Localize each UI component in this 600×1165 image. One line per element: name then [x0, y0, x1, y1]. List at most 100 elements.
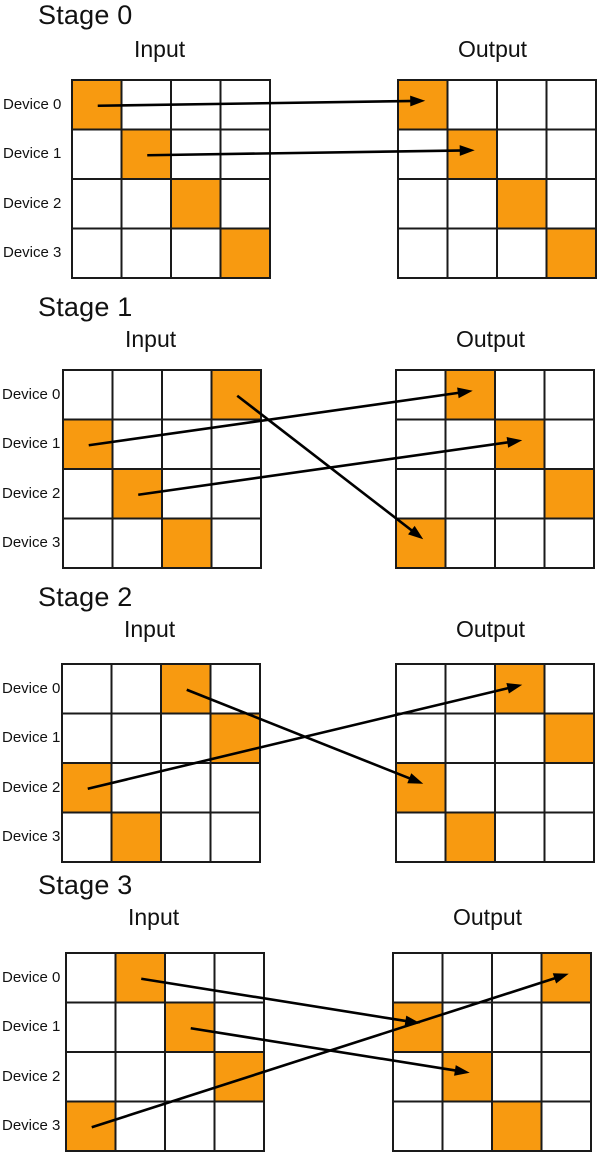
- input-3-cell-r1-c3: [213, 1001, 265, 1053]
- output-2-cell-r1-c3-active: [543, 712, 595, 764]
- input-1-cell-r3-c2-active: [161, 517, 213, 569]
- stage-title-3: Stage 3: [38, 870, 133, 900]
- input-1-cell-r1-c1: [111, 418, 163, 470]
- input-1-cell-r3-c3: [210, 517, 262, 569]
- input-column-header-2: Input: [124, 616, 176, 642]
- output-0-grid: [397, 79, 597, 279]
- output-3-cell-r1-c2: [491, 1001, 543, 1053]
- output-0-cell-r0-c1: [446, 79, 498, 131]
- output-1-cell-r2-c2: [494, 468, 546, 520]
- device-row-label-0-2: Device 2: [3, 194, 62, 212]
- input-3-cell-r1-c0: [65, 1001, 117, 1053]
- connection-arrow-line-3-1: [190, 1026, 461, 1073]
- input-0-cell-r3-c0: [71, 227, 123, 279]
- input-3-cell-r0-c1-active: [114, 952, 166, 1004]
- output-2-cell-r2-c2: [494, 762, 546, 814]
- output-3-cell-r2-c2: [491, 1051, 543, 1103]
- input-3-cell-r3-c3: [213, 1100, 265, 1152]
- output-0-cell-r2-c2-active: [496, 178, 548, 230]
- output-3-cell-r3-c1: [441, 1100, 493, 1152]
- output-0-cell-r0-c3: [545, 79, 597, 131]
- input-1-cell-r2-c2: [161, 468, 213, 520]
- output-0-cell-r0-c0-active: [397, 79, 449, 131]
- output-column-header-3: Output: [453, 904, 523, 930]
- connection-arrow-head-1-2: [506, 437, 523, 448]
- input-1-cell-r0-c3-active: [210, 369, 262, 421]
- input-2-cell-r3-c2: [160, 811, 212, 863]
- output-3-cell-r0-c1: [441, 952, 493, 1004]
- input-3-cell-r3-c0-active: [65, 1100, 117, 1152]
- device-row-label-0-3: Device 3: [3, 244, 62, 262]
- output-1-cell-r2-c1: [444, 468, 496, 520]
- connection-arrow-head-3-2: [552, 973, 569, 984]
- input-2-grid: [61, 663, 261, 863]
- input-2-cell-r1-c3-active: [209, 712, 261, 764]
- input-1-cell-r0-c0: [62, 369, 114, 421]
- input-1-grid: [62, 369, 262, 569]
- connection-arrow-line-0-0: [97, 99, 416, 108]
- device-row-label-2-2: Device 2: [2, 778, 61, 796]
- device-row-label-1-1: Device 1: [2, 435, 61, 453]
- output-column-header-0: Output: [458, 36, 528, 62]
- output-2-cell-r3-c0: [395, 811, 447, 863]
- connection-arrow-line-3-2: [91, 975, 561, 1129]
- output-2-cell-r3-c1-active: [444, 811, 496, 863]
- stage-canvas-1: [62, 369, 595, 569]
- input-2-cell-r1-c0: [61, 712, 113, 764]
- device-row-label-1-3: Device 3: [2, 534, 61, 552]
- input-column-header-1: Input: [125, 326, 177, 352]
- output-column-header-1: Output: [456, 326, 526, 352]
- input-3-cell-r3-c2: [164, 1100, 216, 1152]
- input-2-cell-r3-c1-active: [110, 811, 162, 863]
- output-1-cell-r3-c3: [543, 517, 595, 569]
- input-0-cell-r3-c2: [170, 227, 222, 279]
- output-3-cell-r1-c3: [540, 1001, 592, 1053]
- stage-canvas-3: [65, 952, 592, 1152]
- connection-arrow-head-2-0: [407, 773, 424, 784]
- device-row-label-0-0: Device 0: [3, 95, 62, 113]
- input-0-cell-r3-c1: [120, 227, 172, 279]
- output-1-cell-r1-c3: [543, 418, 595, 470]
- input-2-cell-r3-c3: [209, 811, 261, 863]
- stage-title-2: Stage 2: [38, 582, 133, 612]
- input-3-cell-r3-c1: [114, 1100, 166, 1152]
- device-row-label-0-1: Device 1: [3, 145, 62, 163]
- output-1-cell-r3-c0-active: [395, 517, 447, 569]
- connection-arrow-head-0-0: [410, 95, 426, 107]
- device-row-label-3-2: Device 2: [2, 1067, 61, 1085]
- stage-canvas-0: [71, 79, 597, 279]
- device-row-label-1-2: Device 2: [2, 484, 61, 502]
- input-1-cell-r1-c2: [161, 418, 213, 470]
- output-3-cell-r3-c3: [540, 1100, 592, 1152]
- output-3-cell-r0-c0: [392, 952, 444, 1004]
- output-1-grid: [395, 369, 595, 569]
- device-row-label-1-0: Device 0: [2, 385, 61, 403]
- output-3-grid: [392, 952, 592, 1152]
- input-0-cell-r2-c0: [71, 178, 123, 230]
- input-3-cell-r1-c2-active: [164, 1001, 216, 1053]
- output-1-cell-r3-c2: [494, 517, 546, 569]
- input-0-cell-r2-c1: [120, 178, 172, 230]
- output-0-cell-r1-c3: [545, 128, 597, 180]
- output-3-cell-r0-c2: [491, 952, 543, 1004]
- device-row-label-3-0: Device 0: [2, 968, 61, 986]
- stage-title-1: Stage 1: [38, 292, 133, 322]
- input-2-cell-r0-c0: [61, 663, 113, 715]
- input-3-grid: [65, 952, 265, 1152]
- connection-arrow-line-3-0: [141, 977, 412, 1024]
- connection-arrow-line-1-1: [88, 390, 464, 447]
- output-1-cell-r1-c0: [395, 418, 447, 470]
- input-2-cell-r2-c0-active: [61, 762, 113, 814]
- stage-canvas-2: [61, 663, 595, 863]
- output-2-cell-r3-c3: [543, 811, 595, 863]
- output-3-cell-r2-c0: [392, 1051, 444, 1103]
- input-0-cell-r1-c0: [71, 128, 123, 180]
- connection-arrow-head-2-1: [506, 683, 523, 694]
- output-1-cell-r0-c3: [543, 369, 595, 421]
- input-0-grid: [71, 79, 271, 279]
- output-2-cell-r3-c2: [494, 811, 546, 863]
- output-1-cell-r2-c3-active: [543, 468, 595, 520]
- input-3-cell-r1-c1: [114, 1001, 166, 1053]
